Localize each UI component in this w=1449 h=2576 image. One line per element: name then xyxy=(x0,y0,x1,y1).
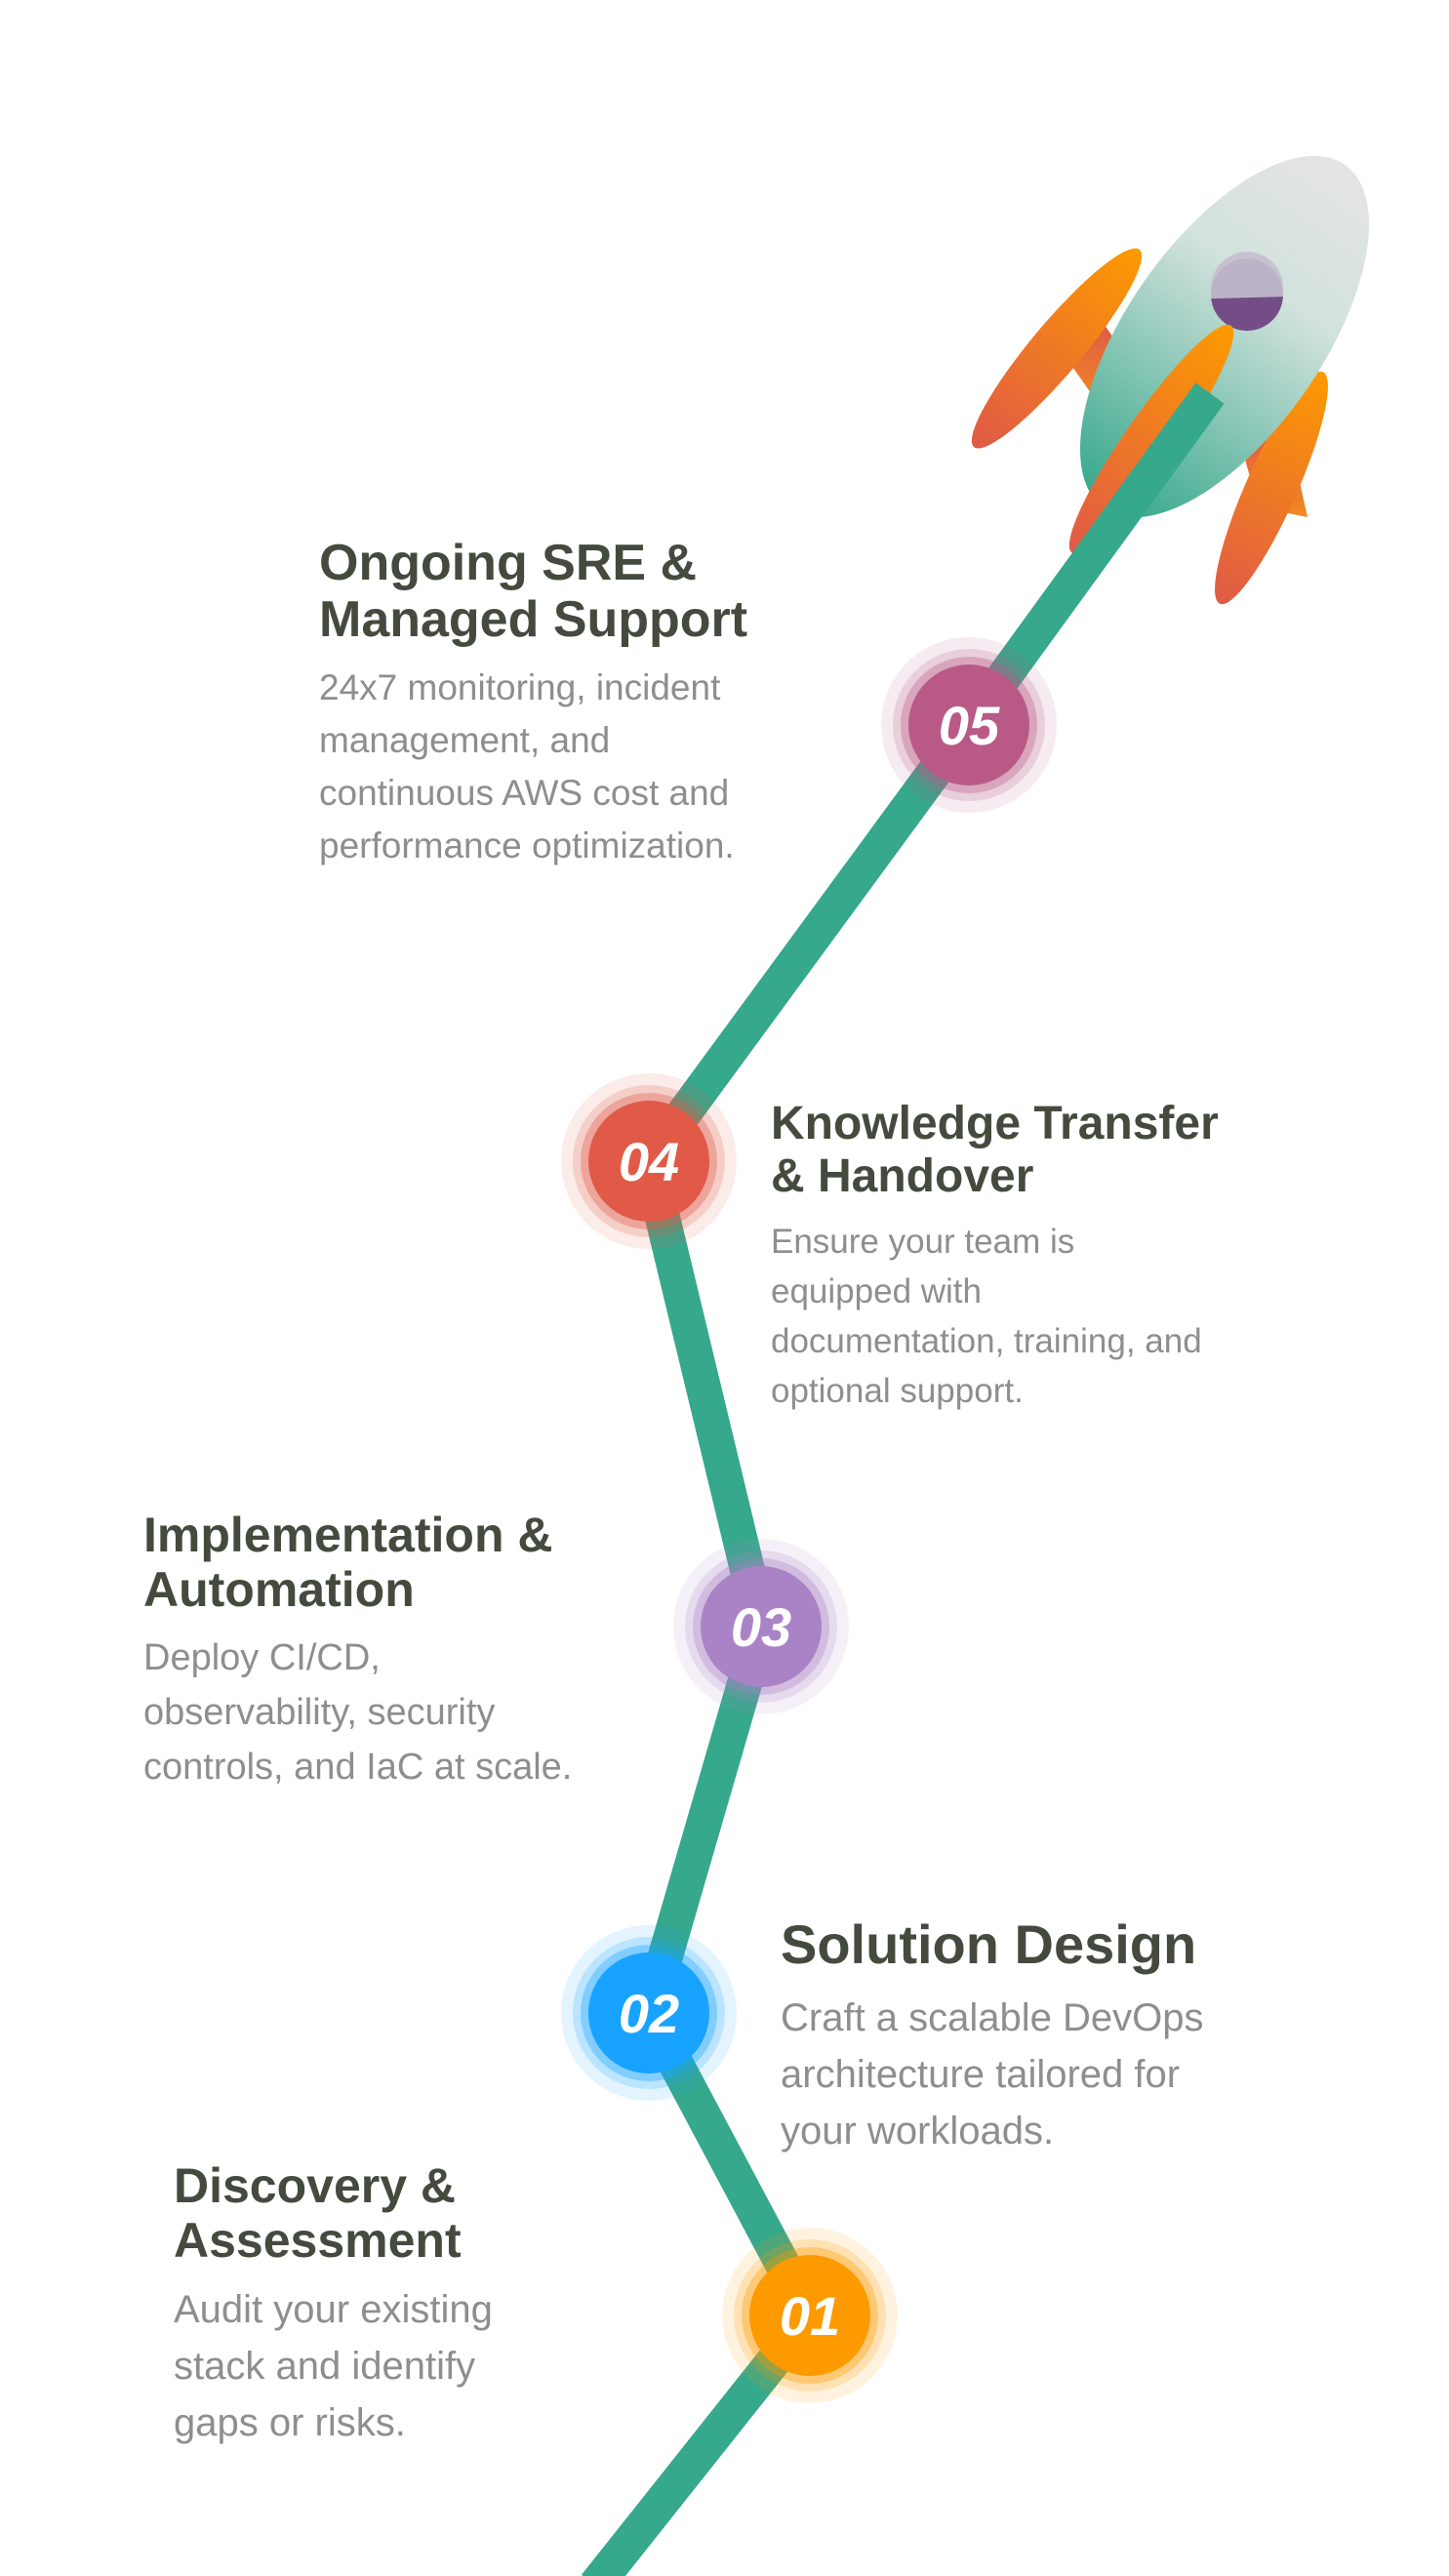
step-title: Discovery &Assessment xyxy=(174,2158,493,2268)
step-description: Audit your existing stack and identify gap… xyxy=(174,2281,493,2451)
step-title-line: Ongoing SRE & xyxy=(319,535,698,591)
step-description: Craft a scalable DevOps architecture tail… xyxy=(781,1990,1204,2159)
step-description: Ensure your team is equipped with document… xyxy=(771,1217,1219,1416)
step-marker-01 xyxy=(722,2228,898,2403)
step-title: Solution Design xyxy=(781,1913,1204,1976)
step-title-line: Solution Design xyxy=(781,1913,1197,1975)
step-title-line: Automation xyxy=(143,1562,415,1617)
step-description-line: observability, security xyxy=(143,1692,496,1733)
step-description-line: 24x7 monitoring, incident xyxy=(319,667,721,708)
step-description-line: gaps or risks. xyxy=(174,2401,406,2444)
step-description-line: Audit your existing xyxy=(174,2288,493,2331)
step-description-line: documentation, training, and xyxy=(771,1321,1202,1360)
step-description-line: your workloads. xyxy=(781,2109,1055,2153)
step-marker-05 xyxy=(881,637,1057,813)
step-05: Ongoing SRE &Managed Support 24x7 monitor… xyxy=(319,535,747,872)
step-number: 03 xyxy=(730,1595,792,1658)
step-description-line: management, and xyxy=(319,720,611,761)
step-description-line: equipped with xyxy=(771,1271,982,1310)
step-description-line: stack and identify xyxy=(174,2345,476,2388)
step-description-line: performance optimization. xyxy=(319,825,735,866)
step-description-line: Deploy CI/CD, xyxy=(143,1637,381,1678)
step-description-line: architecture tailored for xyxy=(781,2052,1181,2096)
step-title-line: Discovery & xyxy=(174,2158,457,2213)
step-marker-02 xyxy=(561,1925,737,2101)
step-title-line: Knowledge Transfer xyxy=(771,1098,1219,1149)
step-number: 01 xyxy=(779,2284,841,2347)
step-description-line: Craft a scalable DevOps xyxy=(781,1995,1204,2039)
step-description-line: continuous AWS cost and xyxy=(319,773,730,814)
rocket-icon xyxy=(971,155,1370,605)
marker-circle xyxy=(749,2255,870,2376)
step-title: Knowledge Transfer& Handover xyxy=(771,1098,1219,1203)
step-title-line: Managed Support xyxy=(319,591,748,649)
step-description-line: optional support. xyxy=(771,1371,1024,1410)
step-description-line: controls, and IaC at scale. xyxy=(143,1747,573,1788)
step-title: Implementation &Automation xyxy=(143,1508,572,1617)
step-description-line: Ensure your team is xyxy=(771,1222,1075,1261)
step-number: 02 xyxy=(618,1982,680,2044)
marker-circle xyxy=(588,1101,709,1222)
step-description: Deploy CI/CD, observability, security cont… xyxy=(143,1630,572,1794)
marker-circle xyxy=(588,1952,709,2073)
step-title-line: & Handover xyxy=(771,1149,1034,1202)
step-title-line: Assessment xyxy=(174,2213,462,2268)
step-number: 04 xyxy=(618,1130,680,1192)
step-number: 05 xyxy=(938,694,1000,756)
step-title: Ongoing SRE &Managed Support xyxy=(319,535,747,648)
marker-circle xyxy=(908,664,1029,785)
step-marker-04 xyxy=(561,1073,737,1249)
step-marker-03 xyxy=(673,1539,849,1714)
marker-circle xyxy=(701,1566,822,1687)
step-description: 24x7 monitoring, incident management, and… xyxy=(319,662,747,872)
step-title-line: Implementation & xyxy=(143,1508,553,1562)
